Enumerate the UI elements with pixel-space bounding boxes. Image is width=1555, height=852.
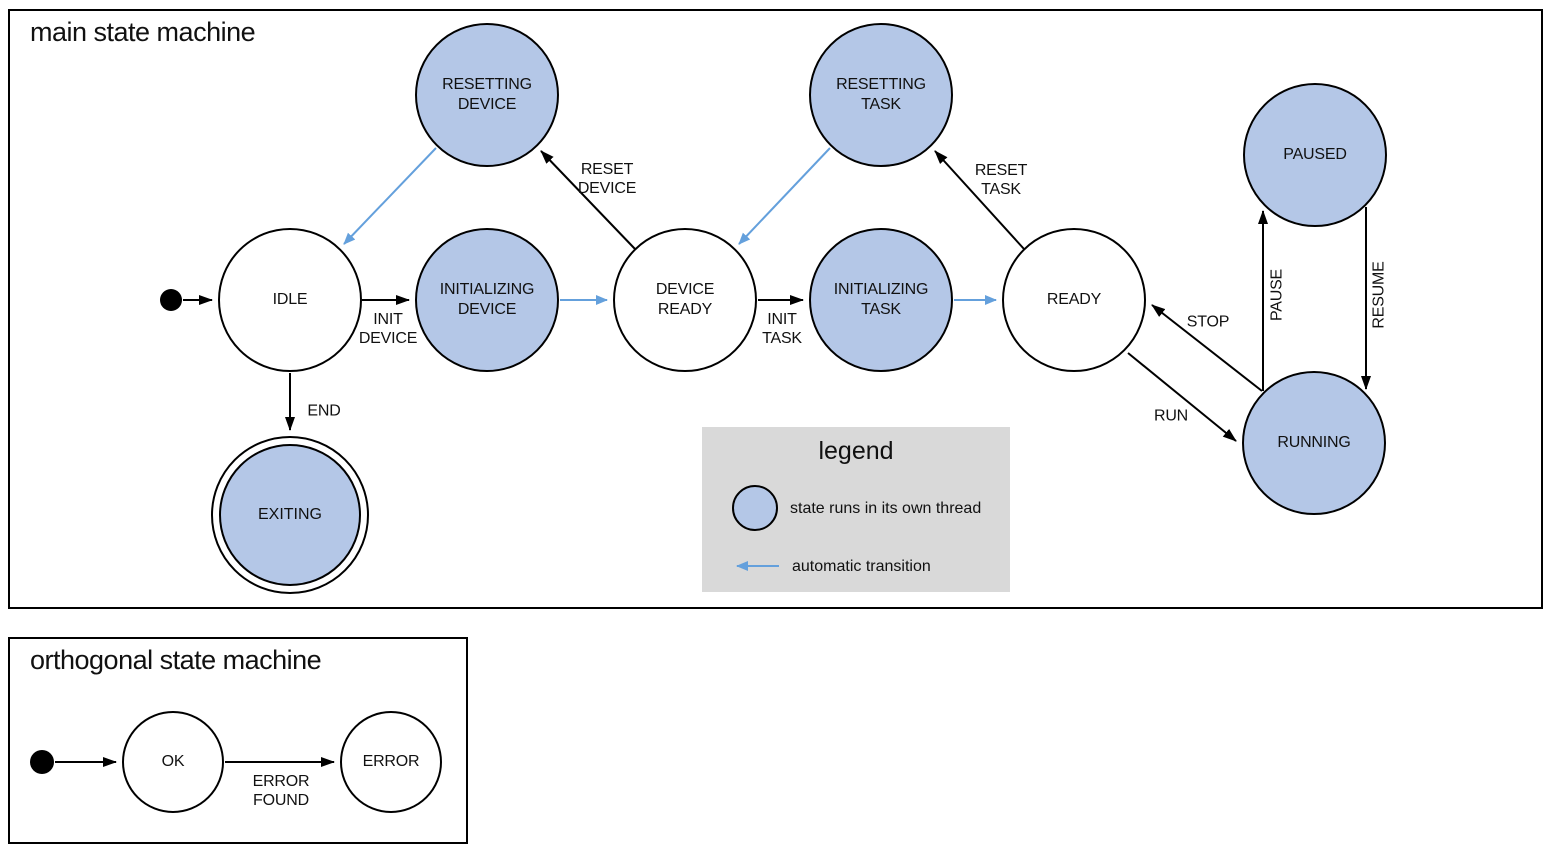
state-resetting-task: RESETTING TASK: [809, 23, 953, 167]
transition-label-end: END: [307, 402, 341, 420]
state-label: ERROR: [362, 753, 420, 770]
transition-label-reset-device: RESET DEVICE: [577, 161, 637, 197]
state-paused: PAUSED: [1243, 83, 1387, 227]
transition-label-init-task: INIT TASK: [762, 311, 802, 347]
state-error: ERROR: [340, 711, 442, 813]
legend-thread-label: state runs in its own thread: [790, 500, 982, 517]
state-resetting-device: RESETTING DEVICE: [415, 23, 559, 167]
transition-label-run: RUN: [1153, 407, 1189, 425]
transition-label-reset-task: RESET TASK: [974, 162, 1028, 198]
state-label: RESETTING DEVICE: [442, 76, 532, 113]
orthogonal-state-machine-title: orthogonal state machine: [30, 645, 322, 675]
state-label: EXITING: [257, 506, 322, 523]
state-initializing-device: INITIALIZING DEVICE: [415, 228, 559, 372]
transition-label-init-device: INIT DEVICE: [358, 311, 418, 347]
main-state-machine-title: main state machine: [30, 17, 256, 47]
state-exiting-inner: EXITING: [219, 444, 361, 586]
state-label: RUNNING: [1277, 434, 1351, 451]
initial-state-dot-main: [160, 289, 182, 311]
transition-label-resume: RESUME: [1370, 261, 1388, 329]
transition-label-stop: STOP: [1186, 313, 1230, 331]
state-label: INITIALIZING DEVICE: [439, 281, 535, 318]
state-device-ready: DEVICE READY: [613, 228, 757, 372]
state-exiting-final: EXITING: [211, 436, 369, 594]
transition-label-error-found: ERROR FOUND: [252, 773, 310, 809]
legend-panel: legend state runs in its own thread auto…: [702, 427, 1010, 592]
legend-auto-label: automatic transition: [792, 558, 931, 575]
state-label: READY: [1046, 291, 1102, 308]
state-label: RESETTING TASK: [836, 76, 926, 113]
initial-state-dot-ortho: [30, 750, 54, 774]
transition-label-pause: PAUSE: [1268, 268, 1286, 322]
state-ok: OK: [122, 711, 224, 813]
state-label: IDLE: [272, 291, 308, 308]
state-label: DEVICE READY: [655, 281, 715, 318]
state-label: OK: [161, 753, 185, 770]
state-label: PAUSED: [1283, 146, 1347, 163]
state-running: RUNNING: [1242, 371, 1386, 515]
state-ready: READY: [1002, 228, 1146, 372]
state-initializing-task: INITIALIZING TASK: [809, 228, 953, 372]
threaded-state-swatch-icon: [732, 485, 778, 531]
state-idle: IDLE: [218, 228, 362, 372]
legend-title: legend: [818, 437, 894, 465]
state-label: INITIALIZING TASK: [833, 281, 929, 318]
